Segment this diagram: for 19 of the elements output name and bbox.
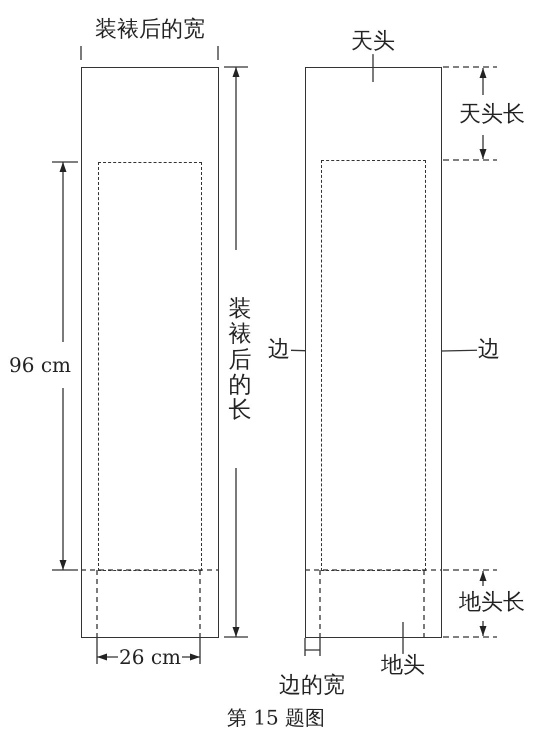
painting-area-outline bbox=[320, 160, 426, 571]
leader-line bbox=[402, 622, 404, 654]
dimension-label: 天头长 bbox=[458, 102, 526, 128]
part-label: 边 bbox=[267, 338, 291, 362]
part-label: 边 bbox=[477, 338, 501, 362]
scroll-outline bbox=[81, 67, 219, 638]
dimension-label: 地头长 bbox=[458, 590, 526, 616]
part-label: 天头 bbox=[350, 30, 396, 54]
leader-line bbox=[372, 54, 374, 82]
dimension-label: 装裱后的长 bbox=[228, 296, 252, 424]
leader-line bbox=[442, 350, 478, 352]
dimension-label: 边的宽 bbox=[278, 674, 346, 698]
part-label: 地头 bbox=[380, 654, 426, 678]
dimension-label: 装裱后的宽 bbox=[94, 18, 206, 42]
leader-line bbox=[290, 350, 306, 352]
dimension-label: 96 cm bbox=[8, 354, 72, 376]
scroll-outline bbox=[305, 67, 442, 638]
figure-caption: 第 15 题图 bbox=[226, 704, 326, 732]
painting-area-outline bbox=[98, 162, 202, 571]
